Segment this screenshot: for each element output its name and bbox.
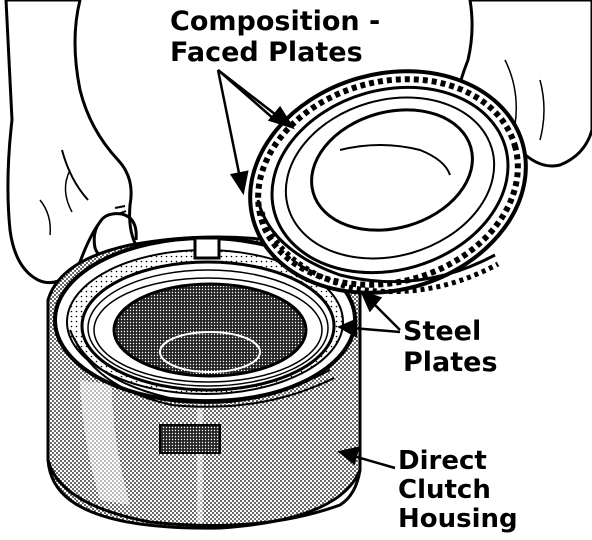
housing-label-line1: Direct <box>398 446 487 476</box>
composition-arrow-1 <box>267 105 295 130</box>
housing-label-line3: Housing <box>398 504 518 534</box>
housing-label-line2: Clutch <box>398 475 491 505</box>
composition-leader-2 <box>216 69 242 179</box>
composition-faced-plates <box>248 69 528 295</box>
label-direct-clutch-housing: Direct Clutch Housing <box>398 448 518 532</box>
steel-label-line1: Steel <box>403 316 482 347</box>
steel-arrow-1 <box>359 289 383 313</box>
label-composition-faced-plates: Composition - Faced Plates <box>170 8 380 66</box>
steel-plates <box>69 329 335 408</box>
steel-leader-2 <box>351 326 401 334</box>
composition-arrow-2 <box>229 170 249 196</box>
housing-leader <box>349 453 396 470</box>
composition-leader-3 <box>217 69 276 121</box>
housing-rim <box>53 236 357 454</box>
leader-lines <box>216 69 401 470</box>
composition-label-line1: Composition - <box>170 6 381 37</box>
composition-label-line2: Faced Plates <box>170 37 363 68</box>
housing-arrow <box>337 446 360 466</box>
steel-arrow-2 <box>337 318 358 339</box>
left-hand <box>4 0 139 285</box>
steel-label-line2: Plates <box>403 347 498 378</box>
label-steel-plates: Steel Plates <box>403 318 498 376</box>
